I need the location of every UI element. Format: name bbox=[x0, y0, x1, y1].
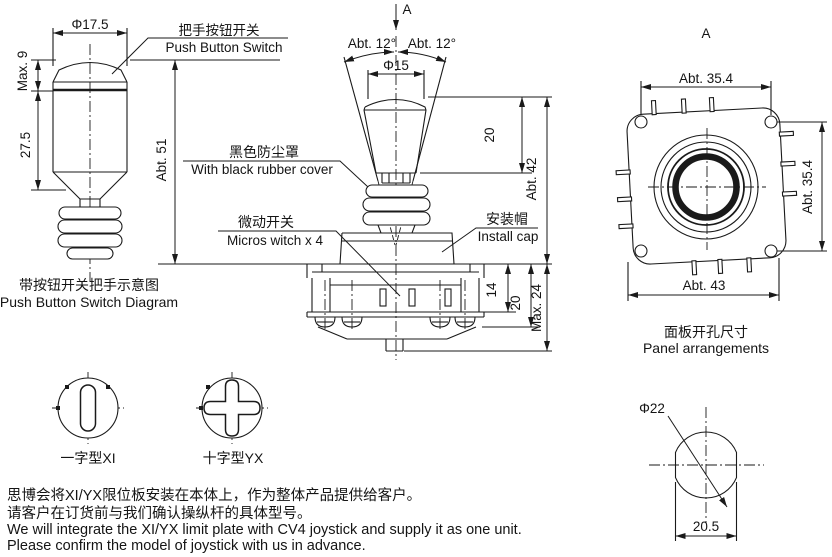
rubber-label-en: With black rubber cover bbox=[191, 162, 333, 177]
dim-body-14: 14 bbox=[484, 282, 499, 298]
dim-below-panel: Max. 24 bbox=[529, 284, 544, 333]
note-cn-2: 请客户在订货前与我们确认操纵杆的具体型号。 bbox=[7, 505, 312, 522]
mounting-hole bbox=[634, 115, 648, 129]
rubber-label-cn: 黑色防尘罩 bbox=[229, 144, 299, 160]
panel-caption-en: Panel arrangements bbox=[643, 340, 769, 356]
dim-hole-pitch-h: Abt. 35.4 bbox=[679, 71, 734, 86]
handle-bellows bbox=[57, 206, 123, 260]
cross-slot bbox=[203, 379, 261, 437]
install-cap bbox=[339, 232, 455, 265]
handle-caption-en: Push Button Switch Diagram bbox=[0, 294, 178, 310]
dim-button-travel: Max. 9 bbox=[15, 51, 30, 92]
note-en-2: Please confirm the model of joystick wit… bbox=[7, 538, 366, 554]
rubber-bellows bbox=[362, 184, 431, 234]
micro-label-cn: 微动开关 bbox=[238, 214, 294, 230]
joystick-view: A Abt. 12° Abt. 12° Φ15 bbox=[158, 2, 552, 360]
dim-body-height: 27.5 bbox=[18, 132, 33, 158]
handle-dome bbox=[52, 62, 128, 83]
micro-leader bbox=[218, 230, 401, 297]
cutout-shape bbox=[674, 431, 738, 499]
flange bbox=[615, 96, 798, 276]
cutout-view: Φ22 20.5 bbox=[639, 401, 764, 541]
cap-label-en: Install cap bbox=[478, 229, 539, 244]
button-leader bbox=[111, 37, 288, 75]
dim-knob-diameter: Φ15 bbox=[383, 58, 409, 73]
shaft-type-yx: 十字型YX bbox=[196, 372, 268, 466]
notes: 思博会将XI/YX限位板安装在本体上，作为整体产品提供给客户。 请客户在订货前与… bbox=[7, 486, 522, 554]
mounting-hole bbox=[764, 115, 778, 129]
yx-type-label: 十字型YX bbox=[203, 450, 264, 466]
micro-label-en: Micros witch x 4 bbox=[227, 233, 324, 248]
panel-view: A bbox=[615, 26, 827, 356]
xi-type-label: 一字型XI bbox=[60, 450, 115, 466]
panel-view-title: A bbox=[701, 26, 710, 41]
cap-label-cn: 安装帽 bbox=[486, 211, 528, 227]
view-arrow-label: A bbox=[402, 2, 411, 17]
dim-hole-pitch-v: Abt. 35.4 bbox=[800, 159, 815, 214]
dim-angle-left: Abt. 12° bbox=[348, 36, 396, 51]
button-label-cn: 把手按钮开关 bbox=[179, 23, 260, 38]
dim-flange-width: Abt. 43 bbox=[683, 278, 726, 293]
joystick-knob bbox=[363, 99, 427, 184]
mounting-hole bbox=[764, 244, 778, 258]
panel-caption-cn: 面板开孔尺寸 bbox=[664, 324, 748, 340]
mounting-hole bbox=[634, 244, 648, 258]
dim-body-20: 20 bbox=[508, 295, 523, 310]
button-label-en: Push Button Switch bbox=[165, 40, 282, 55]
handle-caption-cn: 带按钮开关把手示意图 bbox=[19, 277, 159, 293]
handle-view: Φ17.5 Max. 9 27.5 Abt. 51 把手按钮开关 Push Bu… bbox=[0, 17, 288, 310]
dim-cutout-diameter: Φ22 bbox=[639, 401, 665, 416]
dim-knob-height: 20 bbox=[482, 127, 497, 142]
dim-handle-diameter: Φ17.5 bbox=[71, 17, 108, 32]
note-cn-1: 思博会将XI/YX限位板安装在本体上，作为整体产品提供给客户。 bbox=[7, 486, 421, 504]
dim-angle-right: Abt. 12° bbox=[408, 36, 456, 51]
switch-body bbox=[306, 264, 485, 352]
tilt-lines bbox=[343, 56, 447, 182]
shaft-type-xi: 一字型XI bbox=[52, 372, 124, 466]
dim-total-height: Abt. 51 bbox=[154, 139, 169, 182]
note-en-1: We will integrate the XI/YX limit plate … bbox=[7, 522, 522, 538]
rubber-leader bbox=[183, 160, 369, 188]
dim-above-panel: Abt. 42 bbox=[524, 158, 539, 201]
cutout-diameter-leader bbox=[667, 415, 728, 508]
dim-cutout-width: 20.5 bbox=[693, 519, 719, 534]
cap-leader bbox=[441, 227, 538, 253]
